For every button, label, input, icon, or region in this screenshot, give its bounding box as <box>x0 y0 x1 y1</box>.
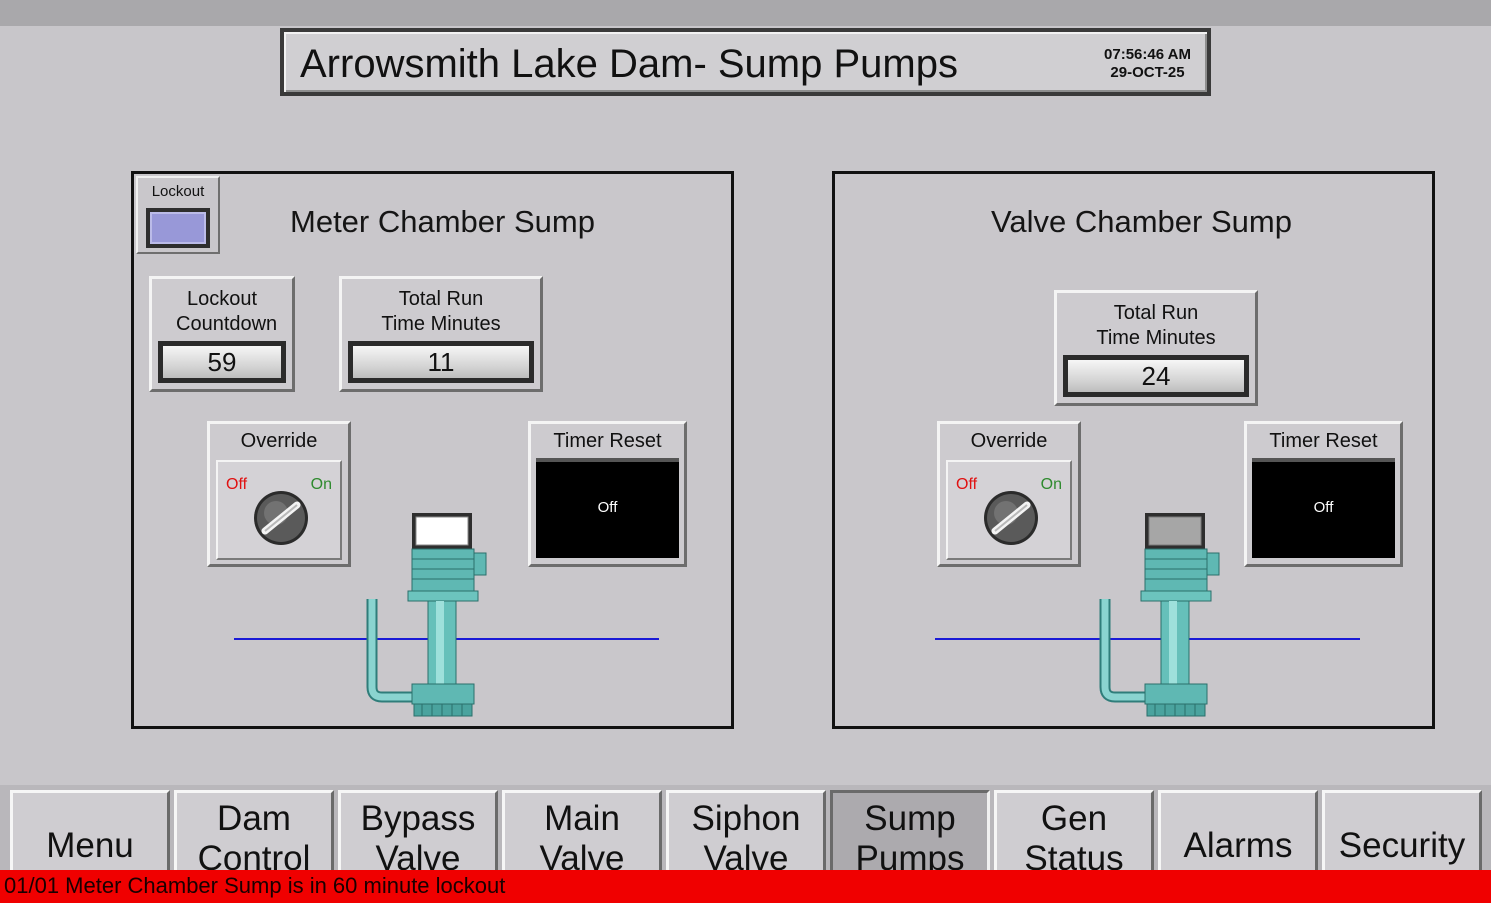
nav-main-valve-button[interactable]: Main Valve <box>502 790 662 871</box>
meter-timer-reset-label: Timer Reset <box>553 430 662 452</box>
valve-timer-reset-label: Timer Reset <box>1269 430 1378 452</box>
nav-siphon-valve-button[interactable]: Siphon Valve <box>666 790 826 871</box>
nav-gen-status-button[interactable]: Gen Status <box>994 790 1154 871</box>
nav-gen-status-line2: Status <box>1024 839 1124 871</box>
clock-date: 29-OCT-25 <box>1110 64 1185 81</box>
meter-override-face[interactable]: Off On <box>216 460 342 560</box>
valve-override-on-label: On <box>1040 476 1062 493</box>
clock: 07:56:46 AM 29-OCT-25 <box>1104 46 1191 82</box>
nav-main-valve-line2: Valve <box>539 839 625 871</box>
meter-override-off-label: Off <box>226 476 248 493</box>
meter-pump-motor <box>415 516 469 546</box>
valve-override-off-label: Off <box>956 476 978 493</box>
valve-chamber-title: Valve Chamber Sump <box>991 204 1292 239</box>
nav-sump-pumps-button[interactable]: Sump Pumps <box>830 790 990 871</box>
nav-alarms-button[interactable]: Alarms <box>1158 790 1318 871</box>
nav-security-button[interactable]: Security <box>1322 790 1482 871</box>
meter-run-time-group: Total Run Time Minutes 11 <box>339 276 543 392</box>
valve-run-time-label: Total Run Time Minutes <box>1096 302 1216 349</box>
valve-chamber-panel: Valve Chamber Sump Total Run Time Minute… <box>832 171 1435 729</box>
valve-override-switch[interactable]: Override Off On <box>937 421 1081 567</box>
nav-menu-button[interactable]: Menu <box>10 790 170 871</box>
lockout-indicator: Lockout <box>136 176 220 254</box>
nav-alarms-label: Alarms <box>1183 826 1293 865</box>
nav-dam-control-line1: Dam <box>217 799 291 838</box>
valve-timer-reset: Timer Reset Off <box>1244 421 1403 567</box>
nav-sump-pumps-line2: Pumps <box>855 839 965 871</box>
nav-menu-label: Menu <box>46 826 134 865</box>
lockout-label: Lockout <box>151 183 205 200</box>
meter-run-time-label: Total Run Time Minutes <box>381 288 501 335</box>
meter-sump-pump-icon <box>366 513 487 717</box>
title-bar: Arrowsmith Lake Dam- Sump Pumps 07:56:46… <box>280 28 1211 96</box>
valve-timer-reset-button[interactable]: Off <box>1252 458 1395 558</box>
selector-knob-icon[interactable] <box>976 484 1046 546</box>
nav-siphon-valve-line1: Siphon <box>691 799 801 838</box>
valve-pump-motor <box>1148 516 1202 546</box>
meter-override-switch[interactable]: Override Off On <box>207 421 351 567</box>
valve-water-level-line <box>935 638 1360 640</box>
meter-run-time-display: 11 <box>348 341 534 383</box>
valve-sump-pump-icon <box>1099 513 1220 717</box>
bottom-nav: Menu Dam Control Bypass Valve Main Valve… <box>0 785 1491 871</box>
meter-chamber-title: Meter Chamber Sump <box>290 204 595 239</box>
alarm-banner[interactable]: 01/01 Meter Chamber Sump is in 60 minute… <box>0 870 1491 903</box>
meter-override-on-label: On <box>310 476 332 493</box>
valve-override-label: Override <box>970 430 1048 452</box>
nav-security-label: Security <box>1338 826 1466 865</box>
lockout-countdown-label: Lockout Countdown <box>176 288 278 335</box>
meter-timer-reset-button[interactable]: Off <box>536 458 679 558</box>
nav-main-valve-line1: Main <box>544 799 620 838</box>
meter-chamber-panel: Meter Chamber Sump Lockout Lockout Count… <box>131 171 734 729</box>
nav-bypass-valve-button[interactable]: Bypass Valve <box>338 790 498 871</box>
clock-time: 07:56:46 AM <box>1104 46 1191 63</box>
nav-gen-status-line1: Gen <box>1040 799 1108 838</box>
nav-sump-pumps-line1: Sump <box>864 799 956 838</box>
nav-siphon-valve-line2: Valve <box>703 839 789 871</box>
alarm-message: 01/01 Meter Chamber Sump is in 60 minute… <box>4 873 506 898</box>
meter-override-label: Override <box>240 430 318 452</box>
nav-bypass-valve-line1: Bypass <box>360 799 476 838</box>
page-title: Arrowsmith Lake Dam- Sump Pumps <box>300 42 958 86</box>
lockout-countdown-display: 59 <box>158 341 286 383</box>
lockout-lamp <box>146 208 210 248</box>
valve-run-time-display: 24 <box>1063 355 1249 397</box>
nav-dam-control-line2: Control <box>197 839 311 871</box>
top-strip <box>0 0 1491 26</box>
selector-knob-icon[interactable] <box>246 484 316 546</box>
valve-run-time-group: Total Run Time Minutes 24 <box>1054 290 1258 406</box>
valve-override-face[interactable]: Off On <box>946 460 1072 560</box>
nav-bypass-valve-line2: Valve <box>375 839 461 871</box>
nav-dam-control-button[interactable]: Dam Control <box>174 790 334 871</box>
lockout-countdown-group: Lockout Countdown 59 <box>149 276 295 392</box>
meter-timer-reset: Timer Reset Off <box>528 421 687 567</box>
